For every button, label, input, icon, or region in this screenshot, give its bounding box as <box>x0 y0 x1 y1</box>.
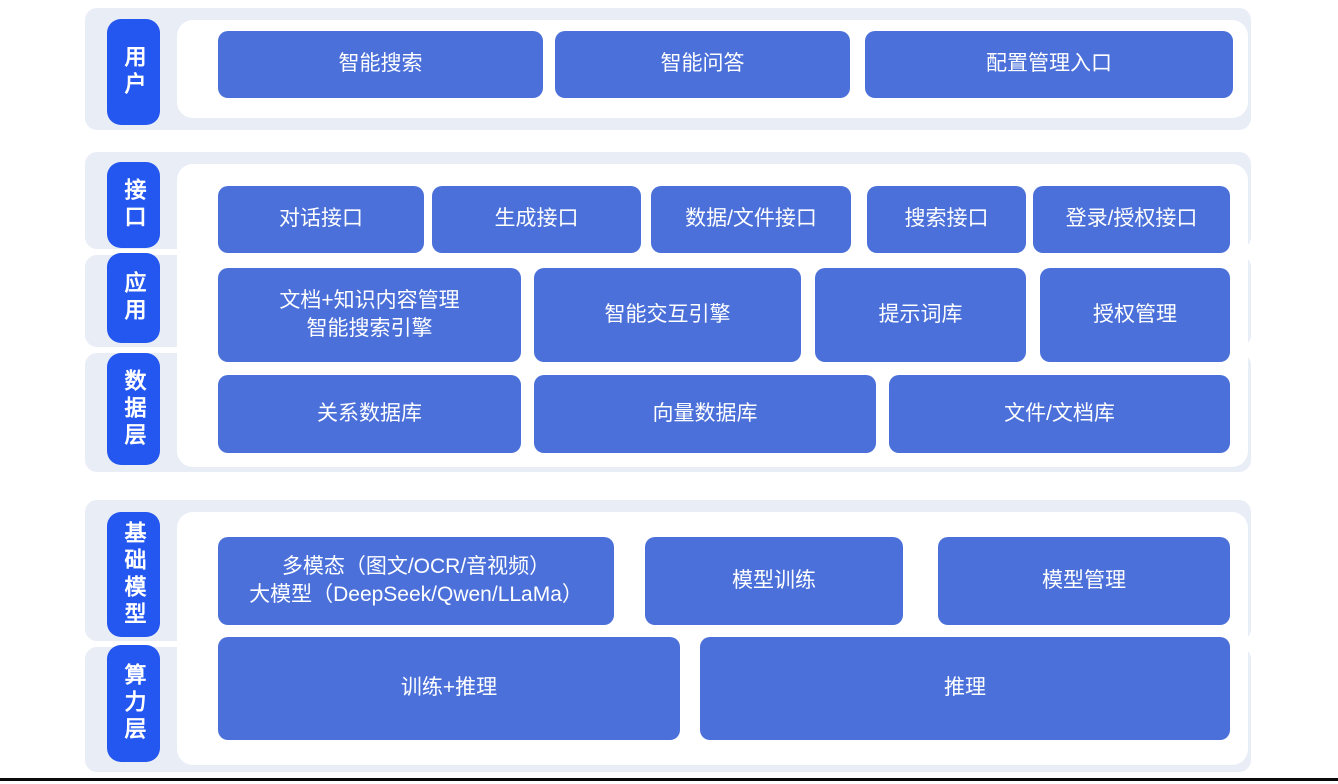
box-login-auth-api: 登录/授权接口 <box>1033 186 1230 253</box>
box-config-management-entry: 配置管理入口 <box>865 31 1233 98</box>
box-label: 推理 <box>944 676 986 700</box>
layer-label-text: 应用 <box>121 271 147 325</box>
box-label: 生成接口 <box>494 207 579 231</box>
section-middle-layers: 接口 应用 数据层 对话接口 生成接口 数据/文件接口 搜索接口 登录/授权接口… <box>85 152 1251 472</box>
box-label: 智能问答 <box>660 52 745 76</box>
box-doc-knowledge-search-engine: 文档+知识内容管理 智能搜索引擎 <box>218 268 521 362</box>
box-label: 训练+推理 <box>400 676 498 700</box>
box-search-api: 搜索接口 <box>867 186 1026 253</box>
box-line: 智能搜索引擎 <box>306 317 433 340</box>
box-label: 搜索接口 <box>904 207 989 231</box>
box-data-file-api: 数据/文件接口 <box>651 186 851 253</box>
box-line: 文档+知识内容管理 <box>279 288 460 312</box>
box-label: 模型管理 <box>1042 568 1126 592</box>
layer-label-text: 用户 <box>121 45 147 99</box>
box-model-training: 模型训练 <box>645 537 903 625</box>
box-relational-db: 关系数据库 <box>218 375 521 453</box>
box-smart-search: 智能搜索 <box>218 31 543 98</box>
box-inference: 推理 <box>700 637 1230 740</box>
box-label: 提示词库 <box>878 302 963 326</box>
box-line: 多模态（图文/OCR/音视频） <box>281 554 551 578</box>
box-generation-api: 生成接口 <box>432 186 641 253</box>
box-prompt-library: 提示词库 <box>815 268 1026 362</box>
box-label: 智能交互引擎 <box>604 302 731 326</box>
box-label: 关系数据库 <box>317 401 422 425</box>
layer-label-text: 数据层 <box>121 368 147 450</box>
layer-label-application: 应用 <box>107 253 160 343</box>
box-multimodal-llm: 多模态（图文/OCR/音视频） 大模型（DeepSeek/Qwen/LLaMa） <box>218 537 614 625</box>
box-smart-qa: 智能问答 <box>555 31 850 98</box>
bottom-border-line <box>0 778 1338 781</box>
section-foundation-layers: 基础模型 算力层 多模态（图文/OCR/音视频） 大模型（DeepSeek/Qw… <box>85 500 1251 772</box>
box-label: 智能搜索 <box>338 52 423 76</box>
layer-label-user: 用户 <box>107 19 160 125</box>
box-label: 模型训练 <box>732 568 816 592</box>
box-label: 授权管理 <box>1093 302 1177 326</box>
box-label: 数据/文件接口 <box>685 207 817 231</box>
box-label: 对话接口 <box>279 207 363 231</box>
layer-label-text: 算力层 <box>121 663 147 744</box>
layer-label-data: 数据层 <box>107 353 160 465</box>
box-file-doc-store: 文件/文档库 <box>889 375 1230 453</box>
box-label: 文件/文档库 <box>1004 401 1115 425</box>
box-line: 大模型（DeepSeek/Qwen/LLaMa） <box>249 583 583 606</box>
box-vector-db: 向量数据库 <box>534 375 876 453</box>
layer-label-foundation-model: 基础模型 <box>107 512 160 637</box>
box-label: 向量数据库 <box>652 401 758 425</box>
section-user-layer: 用户 智能搜索 智能问答 配置管理入口 <box>85 8 1251 130</box>
layer-label-compute: 算力层 <box>107 645 160 762</box>
box-training-inference: 训练+推理 <box>218 637 680 740</box>
box-dialog-api: 对话接口 <box>218 186 424 253</box>
box-auth-management: 授权管理 <box>1040 268 1230 362</box>
layer-label-text: 基础模型 <box>121 520 147 629</box>
box-label: 登录/授权接口 <box>1065 207 1198 231</box>
box-model-management: 模型管理 <box>938 537 1230 625</box>
layer-label-text: 接口 <box>121 178 147 232</box>
box-label: 配置管理入口 <box>986 52 1112 76</box>
box-smart-interaction-engine: 智能交互引擎 <box>534 268 801 362</box>
layer-label-interface: 接口 <box>107 162 160 248</box>
